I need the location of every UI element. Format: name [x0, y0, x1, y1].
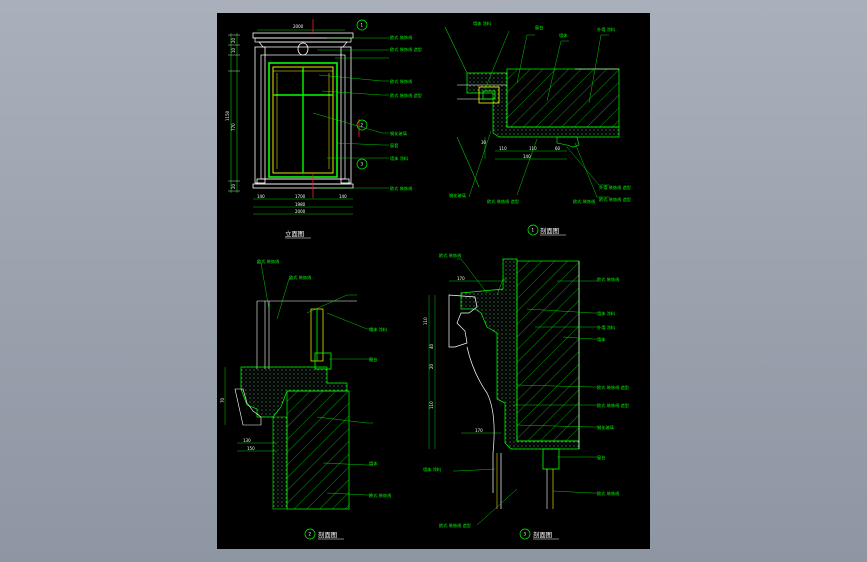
- s3-dim-4: 110: [429, 401, 434, 409]
- elev-dim-top: 2000: [293, 24, 304, 29]
- s1-label-5: 欧式 装饰线 造型: [599, 196, 631, 203]
- s3-dim-3: 20: [429, 363, 434, 369]
- elev-callout-c: 欧式 装饰线: [390, 78, 413, 85]
- elev-marker-2: 2: [361, 123, 364, 128]
- s3-label-11: 欧式 装饰线 造型: [439, 522, 471, 529]
- elev-dim-bottom-2: 140: [339, 194, 347, 199]
- section2-view: 欧式 装饰线 欧式 装饰线 墙体 涂料 窗台 墙体 欧式 装饰线 70 130 …: [220, 258, 392, 540]
- section1-title: 剖面图: [540, 226, 559, 235]
- s1-dim-3: 30: [481, 140, 487, 145]
- s2-label-0: 欧式 装饰线: [257, 258, 280, 265]
- s1-label-7: 欧式 装饰线 造型: [487, 198, 519, 205]
- elev-callout-b: 欧式 装饰线 造型: [390, 46, 422, 53]
- s2-label-1: 欧式 装饰线: [289, 274, 312, 281]
- s1-label-6: 欧式 装饰线: [573, 198, 596, 205]
- section2-title: 剖面图: [318, 530, 337, 539]
- s3-label-1: 欧式 装饰线: [597, 276, 620, 283]
- s3-dim-1: 110: [423, 317, 428, 325]
- elev-dim-left-0: 1150: [225, 110, 230, 121]
- s2-label-3: 窗台: [369, 356, 377, 363]
- elev-dim-bottom-4: 2000: [295, 209, 306, 214]
- s3-label-6: 欧式 装饰线 造型: [597, 402, 629, 409]
- s2-marker: 2: [309, 532, 312, 537]
- elev-dim-left-3: 10: [231, 47, 236, 53]
- s1-label-2: 墙体: [559, 32, 568, 39]
- s1-label-0: 墙体 涂料: [473, 20, 492, 27]
- elevation-view: 1150 770 20 10 20 2000 1: [225, 19, 422, 239]
- elev-dim-bottom-3: 1980: [295, 202, 306, 207]
- s3-label-0: 欧式 装饰线: [439, 252, 462, 259]
- s3-marker: 3: [524, 532, 527, 537]
- s2-dim-0: 70: [220, 397, 225, 403]
- elev-dim-bottom-1: 1700: [295, 194, 306, 199]
- s1-label-3: 外墙 涂料: [597, 26, 616, 33]
- s3-label-3: 外墙 涂料: [597, 324, 616, 331]
- cad-drawing: 1150 770 20 10 20 2000 1: [220, 19, 631, 540]
- elev-callout-g: 墙体 涂料: [390, 155, 409, 162]
- section3-view: 欧式 装饰线 欧式 装饰线 墙体 涂料 外墙 涂料 墙体 欧式 装饰线 造型 欧…: [423, 252, 629, 540]
- section3-title: 剖面图: [533, 530, 552, 539]
- s3-label-10: 墙体 涂料: [423, 466, 442, 473]
- elev-callout-e: 钢化玻璃: [390, 130, 407, 137]
- s3-label-7: 钢化玻璃: [597, 424, 614, 431]
- s1-marker: 1: [532, 228, 535, 233]
- elevation-title: 立面图: [285, 229, 304, 238]
- s2-label-5: 欧式 装饰线: [369, 492, 392, 499]
- s1-label-1: 窗台: [535, 24, 543, 31]
- s1-dim-4: 60: [555, 146, 561, 151]
- s3-dim-5: 170: [475, 428, 483, 433]
- s1-dim-1: 110: [529, 146, 537, 151]
- drawing-sheet: 1150 770 20 10 20 2000 1: [217, 13, 650, 549]
- elev-dim-left-4: 20: [231, 183, 236, 189]
- elev-callout-d: 欧式 装饰线 造型: [390, 92, 422, 99]
- s2-dim-2: 150: [247, 446, 255, 451]
- s3-dim-2: 40: [429, 343, 434, 349]
- s1-label-8: 钢化玻璃: [449, 192, 466, 199]
- s3-label-5: 欧式 装饰线 造型: [597, 384, 629, 391]
- elev-dim-bottom-0: 140: [257, 194, 265, 199]
- s3-label-2: 墙体 涂料: [597, 310, 616, 317]
- s1-dim-0: 110: [499, 146, 507, 151]
- elev-dim-left-1: 770: [231, 123, 236, 131]
- elev-callout-a: 欧式 装饰线: [390, 34, 413, 41]
- section1-view: 墙体 涂料 窗台 墙体 外墙 涂料 外墙 装饰线 造型 欧式 装饰线 造型 欧式…: [444, 20, 631, 236]
- s2-label-2: 墙体 涂料: [369, 326, 388, 333]
- s1-label-4: 外墙 装饰线 造型: [599, 184, 631, 191]
- s3-label-4: 墙体: [597, 336, 606, 343]
- s3-label-8: 窗台: [597, 454, 605, 461]
- elev-callout-h: 欧式 装饰线: [390, 185, 413, 192]
- elev-marker-1: 1: [361, 23, 364, 28]
- elev-callout-f: 窗套: [390, 142, 399, 149]
- s3-dim-0: 170: [457, 276, 465, 281]
- s1-dim-2: 140: [523, 154, 531, 159]
- elev-dim-left-2: 20: [231, 37, 236, 43]
- s2-dim-1: 130: [243, 438, 251, 443]
- s2-label-4: 墙体: [369, 460, 378, 467]
- s3-label-9: 欧式 装饰线: [597, 490, 620, 497]
- elev-marker-3: 3: [361, 162, 364, 167]
